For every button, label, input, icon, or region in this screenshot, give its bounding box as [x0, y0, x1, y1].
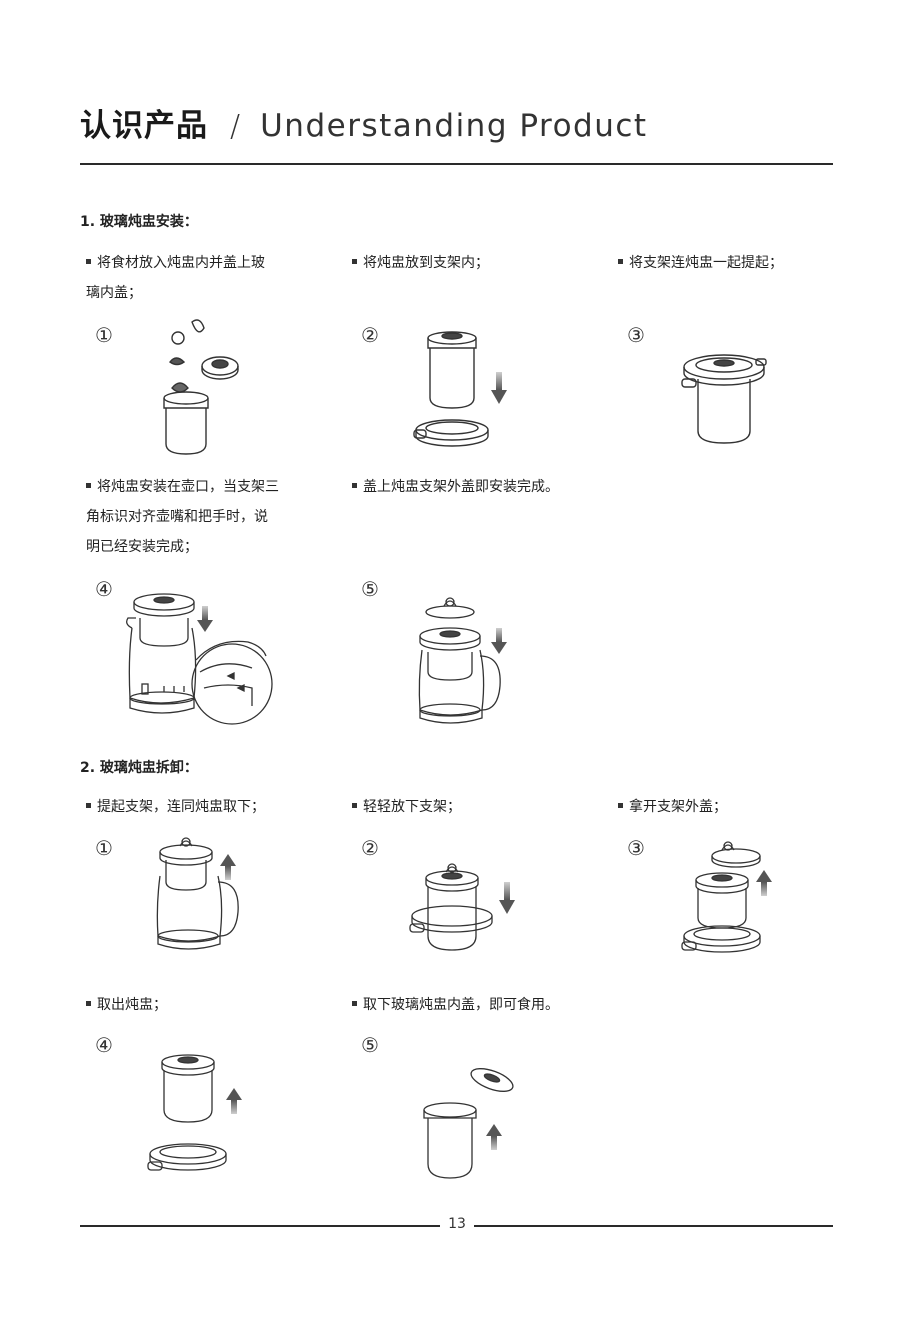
install-step-3-text: 将支架连炖盅一起提起；: [618, 248, 838, 278]
remove-step-3-text: 拿开支架外盖；: [618, 792, 838, 822]
bullet-icon: [352, 1001, 357, 1006]
install-step-5-illustration: [410, 596, 520, 731]
bullet-icon: [618, 803, 623, 808]
install-step-1-text: 将食材放入炖盅内并盖上玻 璃内盖；: [86, 248, 306, 308]
install-step-4-text: 将炖盅安装在壶口，当支架三 角标识对齐壶嘴和把手时，说 明已经安装完成；: [86, 472, 316, 562]
arrow-up-icon: [226, 1088, 242, 1114]
title-english: Understanding Product: [260, 108, 647, 144]
remove-step-2-illustration: [408, 860, 523, 960]
arrow-up-icon: [220, 854, 236, 880]
install-step-4-number: ④: [95, 577, 113, 601]
page-title: 认识产品 / Understanding Product: [80, 100, 648, 150]
page-number: 13: [440, 1216, 474, 1232]
arrow-down-icon: [197, 606, 213, 632]
install-step-5-number: ⑤: [361, 577, 379, 601]
section-1-heading: 1. 玻璃炖盅安装：: [80, 211, 198, 231]
remove-step-1-number: ①: [95, 836, 113, 860]
bullet-icon: [86, 259, 91, 264]
remove-step-5-number: ⑤: [361, 1033, 379, 1057]
install-step-2-text: 将炖盅放到支架内；: [352, 248, 572, 278]
remove-step-1-illustration: [150, 832, 260, 962]
install-step-3-number: ③: [627, 323, 645, 347]
bullet-icon: [86, 483, 91, 488]
section-2-heading: 2. 玻璃炖盅拆卸：: [80, 757, 198, 777]
remove-step-5-text: 取下玻璃炖盅内盖，即可食用。: [352, 990, 612, 1020]
remove-step-4-text: 取出炖盅；: [86, 990, 306, 1020]
title-separator: /: [230, 109, 240, 144]
arrow-down-icon: [499, 882, 515, 914]
bullet-icon: [352, 259, 357, 264]
remove-step-1-text: 提起支架，连同炖盅取下；: [86, 792, 326, 822]
install-step-1-illustration: [150, 310, 260, 460]
arrow-up-icon: [486, 1124, 502, 1150]
remove-step-3-illustration: [678, 838, 788, 963]
bullet-icon: [352, 483, 357, 488]
remove-step-4-number: ④: [95, 1033, 113, 1057]
install-step-5-text: 盖上炖盅支架外盖即安装完成。: [352, 472, 592, 502]
remove-step-4-illustration: [144, 1050, 254, 1185]
remove-step-2-number: ②: [361, 836, 379, 860]
install-step-2-illustration: [410, 326, 520, 456]
bullet-icon: [618, 259, 623, 264]
footer-divider-right: [474, 1225, 833, 1227]
bullet-icon: [352, 803, 357, 808]
install-step-3-illustration: [676, 345, 776, 455]
header-divider: [80, 163, 833, 165]
arrow-down-icon: [491, 628, 507, 654]
arrow-up-icon: [756, 870, 772, 896]
remove-step-5-illustration: [420, 1062, 530, 1187]
bullet-icon: [86, 803, 91, 808]
remove-step-2-text: 轻轻放下支架；: [352, 792, 572, 822]
footer-divider-left: [80, 1225, 440, 1227]
remove-step-3-number: ③: [627, 836, 645, 860]
arrow-down-icon: [491, 372, 507, 404]
install-step-2-number: ②: [361, 323, 379, 347]
bullet-icon: [86, 1001, 91, 1006]
install-step-4-illustration: [120, 588, 280, 728]
title-chinese: 认识产品: [80, 100, 208, 145]
install-step-1-number: ①: [95, 323, 113, 347]
